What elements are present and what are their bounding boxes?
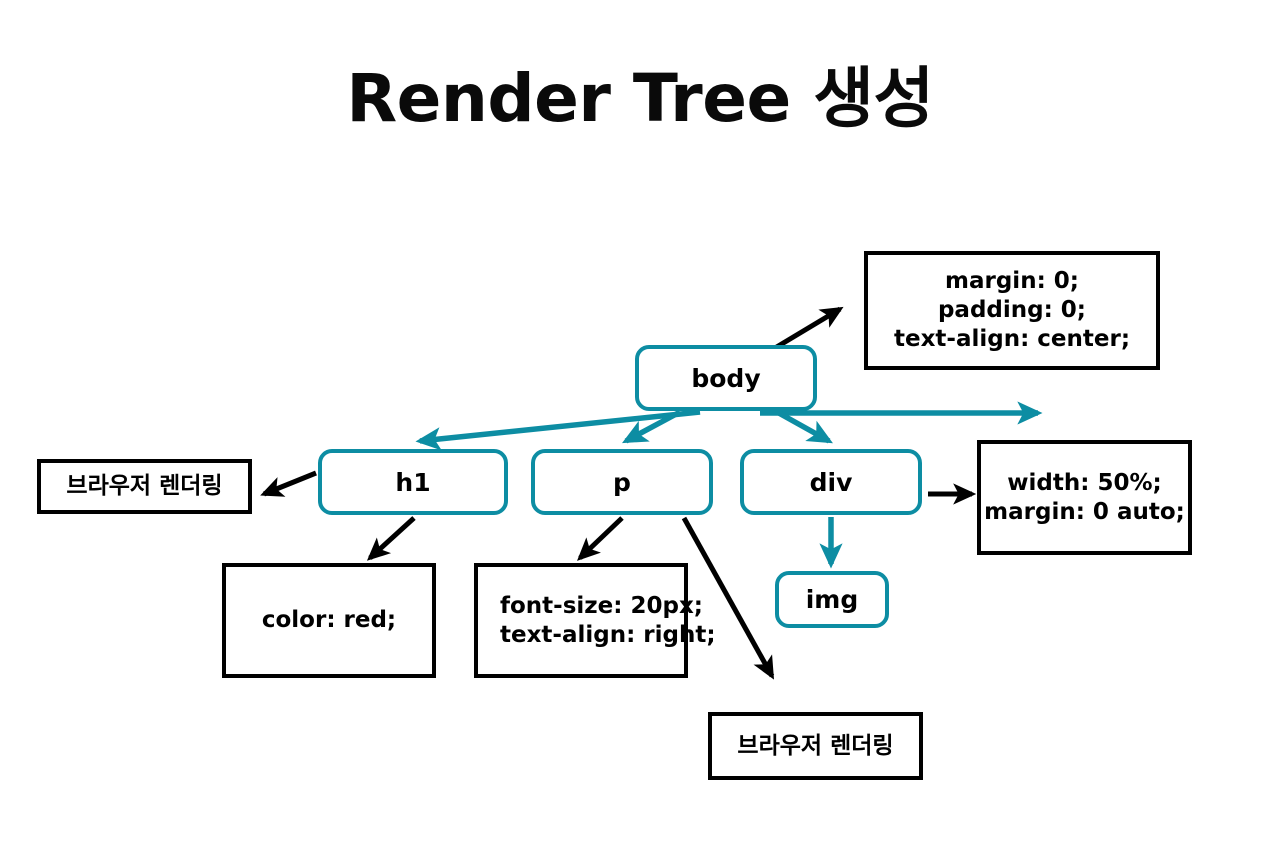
edge-body-to-div xyxy=(775,409,833,444)
node-p[interactable]: p xyxy=(531,449,713,515)
node-img-label: img xyxy=(805,585,859,614)
style-line: width: 50%; xyxy=(1007,469,1162,496)
node-div[interactable]: div xyxy=(740,449,922,515)
style-line: padding: 0; xyxy=(937,297,1087,324)
node-img[interactable]: img xyxy=(775,571,889,628)
style-line: margin: 0; xyxy=(945,268,1079,295)
style-box-body: margin: 0; padding: 0; text-align: cente… xyxy=(864,251,1160,370)
edge-h1-to-render-left xyxy=(260,470,317,497)
node-p-label: p xyxy=(613,467,631,497)
style-line: text-align: center; xyxy=(893,325,1131,352)
note-box-render-bottom: 브라우저 렌더링 xyxy=(708,712,923,780)
node-div-label: div xyxy=(809,467,853,497)
note-line: 브라우저 렌더링 xyxy=(66,473,223,500)
style-line: color: red; xyxy=(261,607,397,634)
style-line: font-size: 20px; xyxy=(500,592,703,619)
node-h1-label: h1 xyxy=(395,467,431,497)
style-box-div: width: 50%; margin: 0 auto; xyxy=(977,440,1192,555)
edge-body-to-p xyxy=(621,409,682,444)
node-body[interactable]: body xyxy=(635,345,817,411)
edge-h1-to-h1-style xyxy=(366,516,416,561)
note-box-render-left: 브라우저 렌더링 xyxy=(37,459,252,514)
node-h1[interactable]: h1 xyxy=(318,449,508,515)
edge-body-to-h1 xyxy=(415,409,701,451)
style-line: margin: 0 auto; xyxy=(984,498,1185,525)
page-title: Render Tree 생성 xyxy=(346,60,934,137)
style-box-h1: color: red; xyxy=(222,563,436,678)
style-box-p: font-size: 20px; text-align: right; xyxy=(474,563,716,678)
style-line: text-align: right; xyxy=(500,621,716,648)
node-body-label: body xyxy=(691,363,761,393)
edge-p-to-p-style xyxy=(577,516,624,561)
note-line: 브라우저 렌더링 xyxy=(737,732,894,759)
